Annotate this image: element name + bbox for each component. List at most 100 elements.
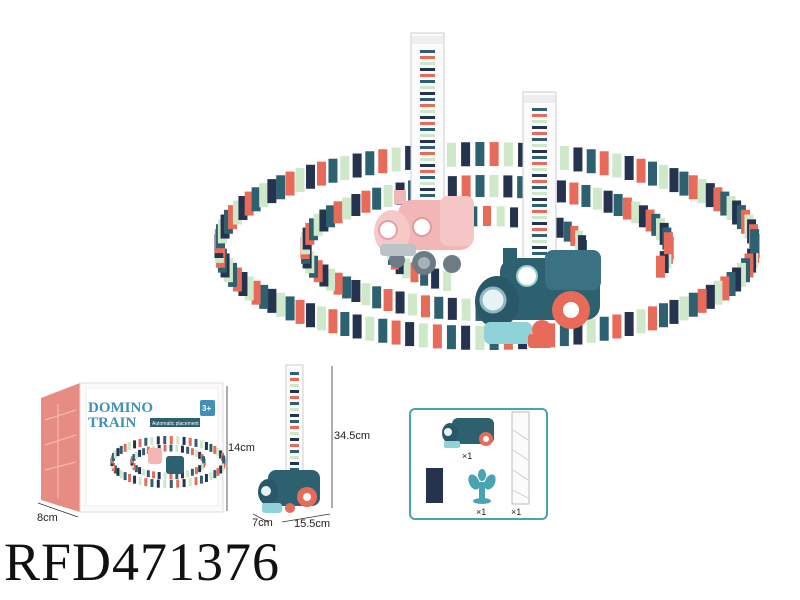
- domino-tile: [443, 270, 452, 291]
- domino-tile: [352, 314, 362, 339]
- tower-domino: [290, 384, 299, 387]
- domino-tile: [679, 171, 689, 196]
- domino-tile: [446, 325, 456, 350]
- tower-domino: [290, 450, 299, 453]
- domino-tile: [190, 468, 194, 476]
- domino-tile: [116, 448, 120, 457]
- tower-domino: [420, 194, 435, 197]
- tower-domino: [420, 74, 435, 77]
- tower-domino: [420, 122, 435, 125]
- domino-tile: [420, 265, 429, 286]
- tower-domino: [532, 144, 547, 147]
- single-train-unit: [258, 364, 320, 513]
- domino-tile: [569, 182, 579, 205]
- domino-tile: [461, 175, 471, 198]
- domino-tile: [244, 191, 254, 216]
- domino-tile: [720, 276, 730, 301]
- box-width-label: 8cm: [37, 512, 58, 524]
- domino-tile: [146, 470, 150, 478]
- domino-tile: [340, 156, 350, 181]
- domino-tile: [432, 324, 442, 349]
- tower-domino: [290, 408, 299, 411]
- domino-tile: [496, 206, 505, 227]
- domino-tile: [688, 292, 698, 317]
- domino-tile: [169, 444, 173, 452]
- stand-icon: [468, 469, 496, 504]
- domino-tile: [144, 478, 148, 487]
- stand-qty: ×1: [476, 507, 486, 517]
- domino-tile: [259, 284, 269, 309]
- tower-domino: [532, 252, 547, 255]
- tower-domino: [420, 158, 435, 161]
- tower-domino: [290, 396, 299, 399]
- tower-domino: [290, 444, 299, 447]
- domino-tower-left: [410, 32, 445, 204]
- domino-tile: [517, 176, 527, 199]
- domino-tile: [372, 187, 382, 210]
- domino-tile: [198, 451, 202, 459]
- domino-tile: [169, 436, 173, 445]
- domino-tile: [586, 149, 596, 174]
- domino-tile: [658, 164, 668, 189]
- domino-tile: [599, 316, 609, 341]
- domino-tile: [361, 190, 371, 213]
- domino-tile: [306, 303, 316, 328]
- domino-tile: [434, 296, 444, 319]
- tower-domino: [532, 126, 547, 129]
- domino-tile: [658, 303, 668, 328]
- domino-tile: [383, 184, 393, 207]
- domino-tile: [157, 472, 161, 480]
- domino-tile: [559, 322, 569, 347]
- domino-tile: [199, 475, 203, 484]
- domino-tile: [182, 436, 186, 445]
- domino-tile: [123, 472, 127, 481]
- tower-domino: [290, 420, 299, 423]
- domino-tile: [645, 209, 655, 232]
- tower-domino: [420, 80, 435, 83]
- domino-tile: [194, 467, 198, 475]
- domino-tile: [697, 179, 707, 204]
- domino-tile: [418, 323, 428, 348]
- domino-tile: [251, 280, 261, 305]
- domino-tile: [133, 475, 137, 484]
- domino-tile: [219, 450, 223, 459]
- domino-tile: [295, 299, 305, 324]
- domino-tile: [340, 311, 350, 336]
- domino-tile: [736, 262, 746, 287]
- domino-tile: [342, 197, 352, 220]
- domino-tile: [461, 325, 471, 350]
- domino-tile: [259, 183, 269, 208]
- domino-tile: [128, 441, 132, 450]
- domino-tile: [138, 467, 142, 475]
- domino-tile: [238, 272, 248, 297]
- domino-tile: [163, 444, 167, 452]
- domino-tile: [186, 446, 190, 454]
- tower-domino: [420, 170, 435, 173]
- domino-tile: [132, 453, 136, 461]
- tower-domino: [532, 174, 547, 177]
- domino-tile: [190, 448, 194, 456]
- domino-tile: [267, 179, 277, 204]
- domino-tile: [194, 438, 198, 447]
- tower-domino: [532, 246, 547, 249]
- domino-tile: [705, 284, 715, 309]
- domino-tile: [169, 479, 173, 488]
- tower-domino: [420, 50, 435, 53]
- tower-domino: [420, 86, 435, 89]
- domino-tile: [313, 260, 323, 283]
- domino-tile: [276, 292, 286, 317]
- tower-domino: [290, 372, 299, 375]
- domino-tile: [624, 311, 634, 336]
- domino-tile: [228, 205, 238, 230]
- domino-tile: [726, 272, 736, 297]
- pink-train: [374, 190, 474, 275]
- tower-domino: [420, 134, 435, 137]
- domino-tile: [651, 213, 661, 236]
- domino-tile: [372, 286, 382, 309]
- domino-tile: [134, 451, 138, 459]
- tower-domino: [290, 456, 299, 459]
- domino-tile: [402, 258, 411, 279]
- domino-tile: [688, 175, 698, 200]
- domino-tile: [176, 479, 180, 488]
- domino-tile: [410, 262, 419, 283]
